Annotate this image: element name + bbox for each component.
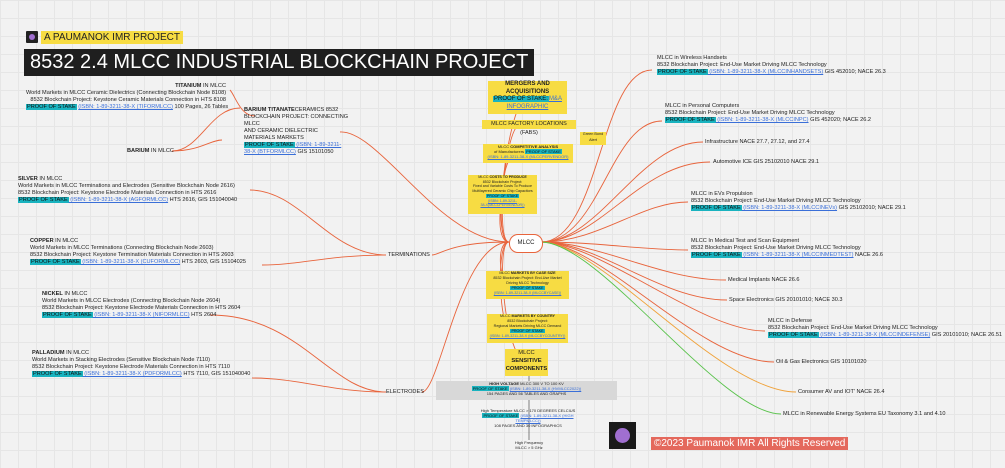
silver-node[interactable]: SILVER IN MLCC World Markets in MLCC Ter… <box>18 176 238 203</box>
copyright-banner: ©2023 Paumanok IMR All Rights Reserved <box>651 437 849 450</box>
wireless-handsets-node[interactable]: MLCC in Wireless Handsets 8532 Blockchai… <box>657 55 886 75</box>
factory-locations-node[interactable]: MLCC FACTORY LOCATIONS (FABS) <box>482 120 576 136</box>
markets-by-country-node[interactable]: MLCC MARKETS BY COUNTRY 8532 Blockchain … <box>487 314 568 343</box>
sensitive-components-node[interactable]: MLCC SENSITIVE COMPONENTS <box>505 349 548 376</box>
markets-by-case-size-node[interactable]: MLCC MARKETS BY CASE SIZE 8532 Blockchai… <box>486 271 569 299</box>
barium-node[interactable]: BARIUM IN MLCC <box>127 148 174 154</box>
costs-to-produce-node[interactable]: MLCC COSTS TO PRODUCE 8532 Blockchain Pr… <box>468 175 537 214</box>
defense-node[interactable]: MLCC in Defense 8532 Blockchain Project:… <box>768 318 1003 338</box>
electrodes-node[interactable]: ELECTRODES <box>386 389 424 395</box>
infrastructure-node[interactable]: Infrastructure NACE 27.7, 27.12, and 27.… <box>705 139 810 145</box>
brand-label: A PAUMANOK IMR PROJECT <box>41 31 183 44</box>
page-title: 8532 2.4 MLCC INDUSTRIAL BLOCKCHAIN PROJ… <box>24 49 535 76</box>
high-voltage-node[interactable]: HIGH VOLTAGE MLCC 300 V TO 100 KV PROOF … <box>436 381 617 400</box>
medical-test-node[interactable]: MLCC In Medical Test and Scan Equipment … <box>691 238 884 258</box>
terminations-node[interactable]: TERMINATIONS <box>388 252 430 258</box>
paumanok-logo-icon <box>26 31 38 43</box>
high-frequency-node[interactable]: High Frequency MLCC > 5 GHz <box>514 440 544 450</box>
nickel-node[interactable]: NICKEL IN MLCC World Markets in MLCC Ele… <box>42 291 241 318</box>
oil-gas-node[interactable]: Oil & Gas Electronics GIS 10101020 <box>776 359 867 365</box>
renewable-energy-node[interactable]: MLCC in Renewable Energy Systems EU Taxo… <box>783 411 946 417</box>
barium-titanate-node[interactable]: BARIUM TITANATECERAMICS 8532 BLOCKCHAIN … <box>244 107 349 155</box>
competitive-analysis-node[interactable]: MLCC COMPETITIVE ANALYSIS of Manufacture… <box>483 144 573 163</box>
automotive-node[interactable]: Automotive ICE GIS 25102010 NACE 29.1 <box>713 159 820 165</box>
mergers-acquisitions-node[interactable]: MERGERS AND ACQUISITIONS PROOF OF STAKE:… <box>488 81 567 114</box>
medical-implants-node[interactable]: Medical Implants NACE 26.6 <box>728 277 800 283</box>
consumer-av-node[interactable]: Consumer AV and IOT' NACE 26.4 <box>798 389 885 395</box>
mlcc-hub-node[interactable]: MLCC <box>509 234 543 253</box>
evs-propulsion-node[interactable]: MLCC in EVs Propulsion 8532 Blockchain P… <box>691 191 906 211</box>
personal-computers-node[interactable]: MLCC in Personal Computers 8532 Blockcha… <box>665 103 872 123</box>
high-temperature-node[interactable]: High Temperature MLCC > 170 DEGREES CELC… <box>480 408 576 428</box>
green-bond-alert[interactable]: Green Bond Alert <box>580 132 606 145</box>
titanium-node[interactable]: TITANIUM IN MLCC World Markets in MLCC C… <box>26 83 229 110</box>
paumanok-large-logo-icon <box>609 422 636 449</box>
copper-node[interactable]: COPPER IN MLCC World Markets in MLCC Ter… <box>30 238 247 265</box>
space-electronics-node[interactable]: Space Electronics GIS 20101010; NACE 30.… <box>729 297 843 303</box>
palladium-node[interactable]: PALLADIUM IN MLCC World Markets in Stack… <box>32 350 251 377</box>
